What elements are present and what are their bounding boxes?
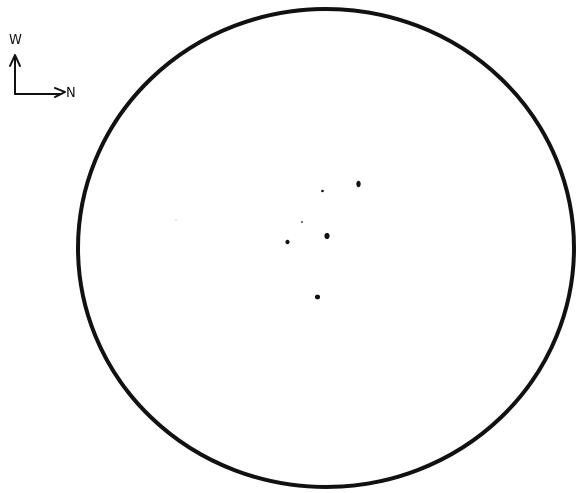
star-field [176, 181, 361, 300]
star [285, 240, 289, 244]
star [324, 233, 329, 239]
star [176, 220, 177, 221]
orientation-right-label: N [66, 86, 76, 101]
orientation-right-arrowhead [55, 88, 65, 97]
star [301, 221, 303, 223]
orientation-up-label: W [9, 33, 22, 48]
field-of-view-circle [78, 9, 574, 487]
star [315, 295, 320, 300]
star [356, 181, 360, 187]
orientation-indicator: W N [9, 33, 76, 101]
star [321, 190, 324, 192]
